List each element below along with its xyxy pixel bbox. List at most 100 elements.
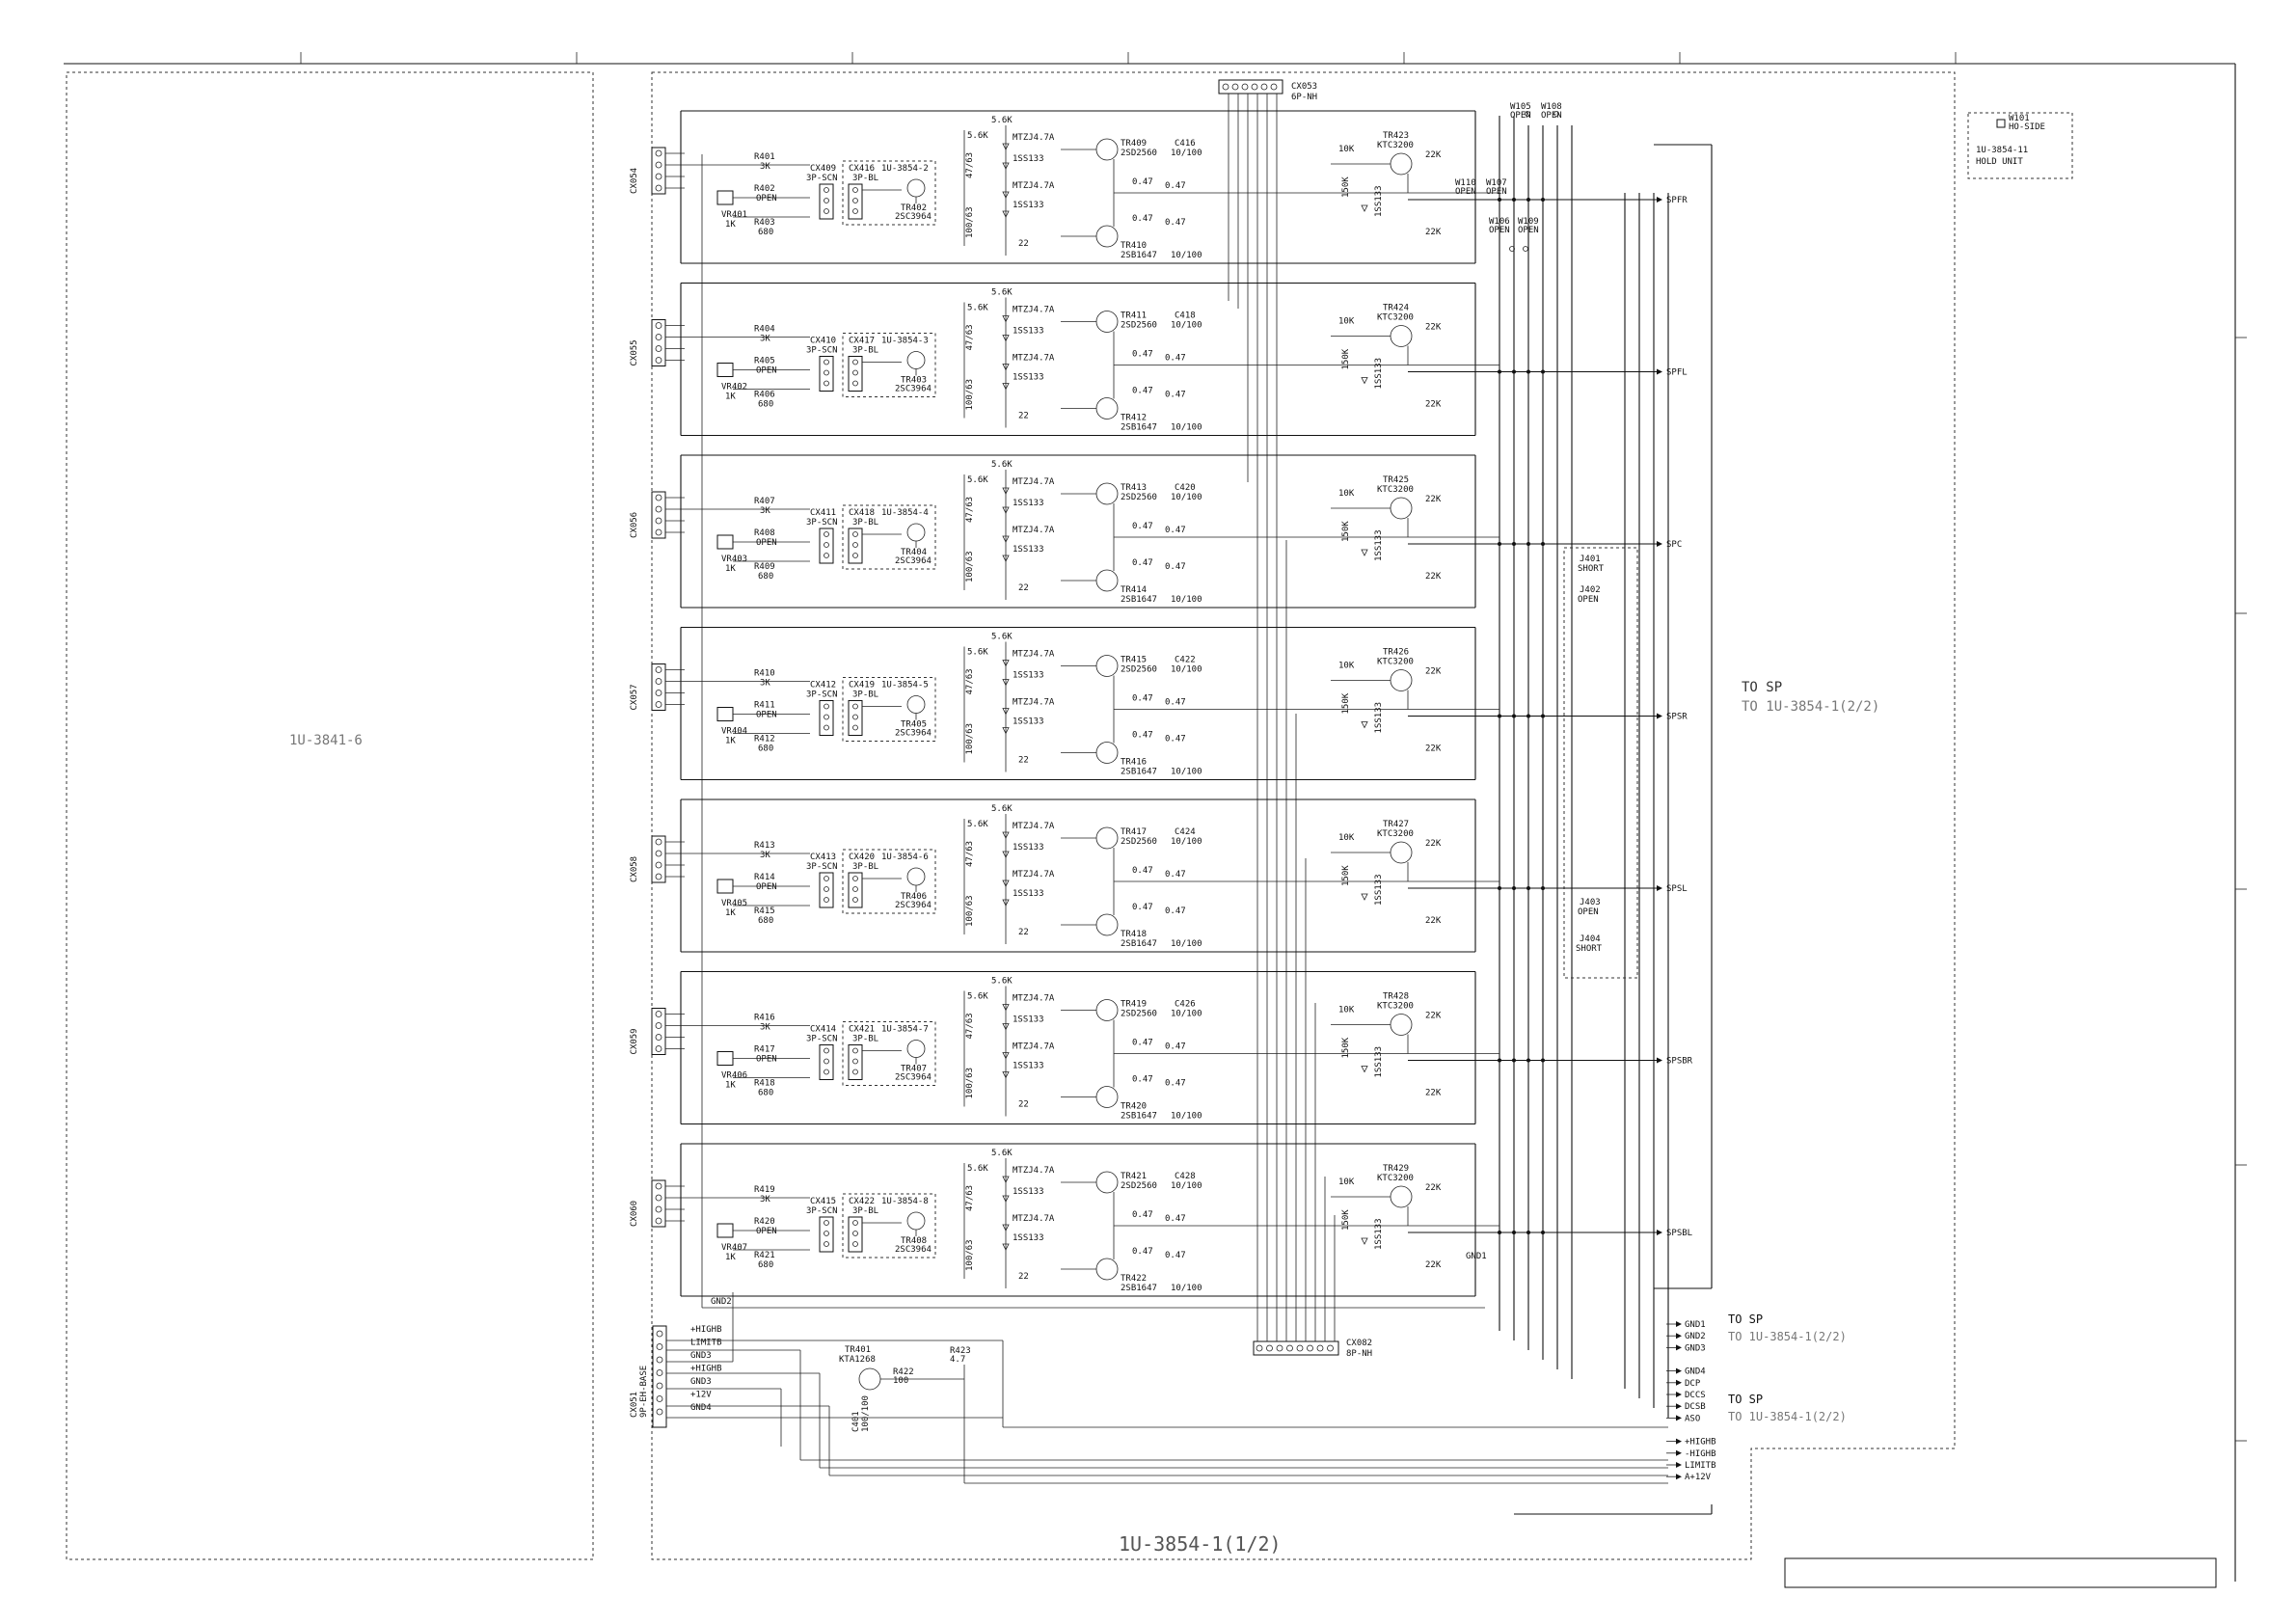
connector-pin bbox=[852, 897, 858, 903]
sub-transistor-ref: TR408 bbox=[901, 1236, 927, 1246]
connector-pin bbox=[852, 1069, 858, 1075]
power-pin-label: +12V bbox=[690, 1391, 712, 1400]
connector-pin bbox=[655, 345, 662, 352]
svg-text:W107: W107 bbox=[1486, 178, 1507, 188]
connector-pin bbox=[852, 198, 858, 203]
output-transistor-hi-ref: TR415 bbox=[1121, 656, 1147, 665]
channel-stack: CX054VR4011KR4013KR402OPENR403680CX4093P… bbox=[630, 110, 1693, 1297]
driver-transistor-type: KTC3200 bbox=[1377, 829, 1414, 839]
emitter-resistor: 0.47 bbox=[1132, 1075, 1153, 1085]
cap-value: 100/63 bbox=[965, 723, 975, 755]
sub-board-ref: 1U-3854-4 bbox=[881, 508, 929, 518]
connector-pin bbox=[655, 1011, 662, 1017]
driver-resistor: 10K bbox=[1338, 145, 1355, 154]
connector-pin bbox=[655, 334, 662, 340]
emitter-resistor: 0.47 bbox=[1165, 735, 1186, 744]
volume-resistor bbox=[716, 707, 734, 721]
svg-text:100: 100 bbox=[893, 1376, 908, 1386]
connector-pin bbox=[852, 1047, 858, 1054]
emitter-resistor: 0.47 bbox=[1132, 387, 1153, 396]
junction-dot bbox=[1526, 369, 1530, 374]
signal-arrow bbox=[1676, 1392, 1682, 1397]
resistor-value: OPEN bbox=[756, 194, 777, 203]
connector-pin bbox=[824, 1241, 829, 1247]
emitter-resistor: 0.47 bbox=[1132, 1039, 1153, 1048]
diode-icon bbox=[1361, 1066, 1368, 1073]
sub-connector-type: 3P-SCN bbox=[806, 346, 838, 356]
sub-board bbox=[842, 677, 936, 742]
connector-pin bbox=[655, 528, 662, 536]
connector-pin bbox=[655, 701, 662, 708]
sub-connector bbox=[819, 528, 834, 564]
connector-pin bbox=[655, 690, 662, 696]
connector-pin bbox=[852, 1241, 858, 1247]
load-resistor: 22K bbox=[1425, 839, 1442, 849]
resistor-ref: R410 bbox=[754, 669, 775, 679]
transistor-symbol bbox=[906, 867, 926, 886]
resistor-value: OPEN bbox=[756, 1227, 777, 1236]
zener-type: MTZJ4.7A bbox=[1013, 133, 1055, 143]
cap-value: 100/63 bbox=[965, 1068, 975, 1099]
zener-type: MTZJ4.7A bbox=[1013, 354, 1055, 364]
svg-text:1U-3854-11: 1U-3854-11 bbox=[1976, 146, 2028, 155]
zener-type: MTZJ4.7A bbox=[1013, 822, 1055, 831]
driver-transistor bbox=[1390, 325, 1413, 347]
sub-transistor-type: 2SC3964 bbox=[895, 385, 932, 394]
sub-connector-ref: CX410 bbox=[810, 337, 836, 346]
resistor-value: 3K bbox=[760, 506, 770, 516]
output-cap-value: 10/100 bbox=[1171, 768, 1202, 777]
output-cap-value: 10/100 bbox=[1171, 423, 1202, 433]
input-connector-ref: CX055 bbox=[630, 339, 639, 365]
zener-type: MTZJ4.7A bbox=[1013, 650, 1055, 660]
output-transistor-hi-ref: TR413 bbox=[1121, 483, 1147, 493]
output-transistor-hi-ref: TR409 bbox=[1121, 139, 1147, 149]
sub-board-ref: 1U-3854-6 bbox=[881, 853, 929, 862]
sub-connector bbox=[819, 1044, 834, 1080]
emitter-resistor: 0.47 bbox=[1165, 526, 1186, 535]
emitter-resistor: 0.47 bbox=[1165, 870, 1186, 880]
junction-dot bbox=[1541, 714, 1545, 718]
junction-dot bbox=[1512, 714, 1516, 718]
connector-pin bbox=[655, 1022, 662, 1029]
bias-resistor: 5.6K bbox=[991, 116, 1013, 125]
input-connector-ref: CX054 bbox=[630, 168, 639, 194]
emitter-resistor: 0.47 bbox=[1132, 694, 1153, 704]
diode-type: 1SS133 bbox=[1013, 499, 1044, 508]
driver-transistor-ref: TR429 bbox=[1383, 1164, 1409, 1174]
load-resistor: 22K bbox=[1425, 744, 1442, 754]
base-resistor: 22 bbox=[1018, 412, 1029, 421]
output-transistor-hi-type: 2SD2560 bbox=[1121, 665, 1157, 675]
output-transistor-hi bbox=[1095, 826, 1119, 850]
power-pin bbox=[656, 1382, 663, 1390]
junction-dot bbox=[1526, 1231, 1530, 1234]
sub-connector-ref: CX411 bbox=[810, 508, 836, 518]
connector-pin bbox=[1266, 1344, 1273, 1352]
feedback-resistor: 150K bbox=[1341, 692, 1351, 714]
output-transistor-lo-type: 2SB1647 bbox=[1121, 423, 1157, 433]
output-transistor-hi bbox=[1095, 1171, 1119, 1194]
diode-icon bbox=[1361, 377, 1368, 385]
junction-dot bbox=[1498, 1231, 1501, 1234]
sub-board bbox=[842, 849, 936, 914]
resistor-value: OPEN bbox=[756, 538, 777, 548]
connector-pin bbox=[852, 1058, 858, 1065]
main-board-outline bbox=[651, 71, 1956, 1560]
svg-text:W101: W101 bbox=[2009, 114, 2030, 123]
output-cap-ref: C418 bbox=[1175, 311, 1196, 321]
driver-transistor-type: KTC3200 bbox=[1377, 658, 1414, 667]
resistor-value: 3K bbox=[760, 1195, 770, 1204]
connector-pin bbox=[655, 666, 662, 673]
resistor-ref: R409 bbox=[754, 562, 775, 572]
resistor-value: OPEN bbox=[756, 1055, 777, 1065]
diode-type: 1SS133 bbox=[1013, 545, 1044, 555]
resistor-ref: R411 bbox=[754, 701, 775, 711]
resistor-value: 680 bbox=[758, 744, 773, 754]
emitter-resistor: 0.47 bbox=[1132, 903, 1153, 912]
channel-block-spsbl: CX060VR4071KR4193KR420OPENR421680CX4153P… bbox=[630, 1143, 1692, 1297]
output-transistor-hi bbox=[1095, 311, 1119, 333]
junction-dot bbox=[1498, 542, 1501, 546]
output-arrow-icon bbox=[1657, 1230, 1662, 1235]
diode-type: 1SS133 bbox=[1374, 529, 1384, 561]
emitter-resistor: 0.47 bbox=[1132, 1210, 1153, 1220]
connector-pin bbox=[824, 876, 829, 881]
